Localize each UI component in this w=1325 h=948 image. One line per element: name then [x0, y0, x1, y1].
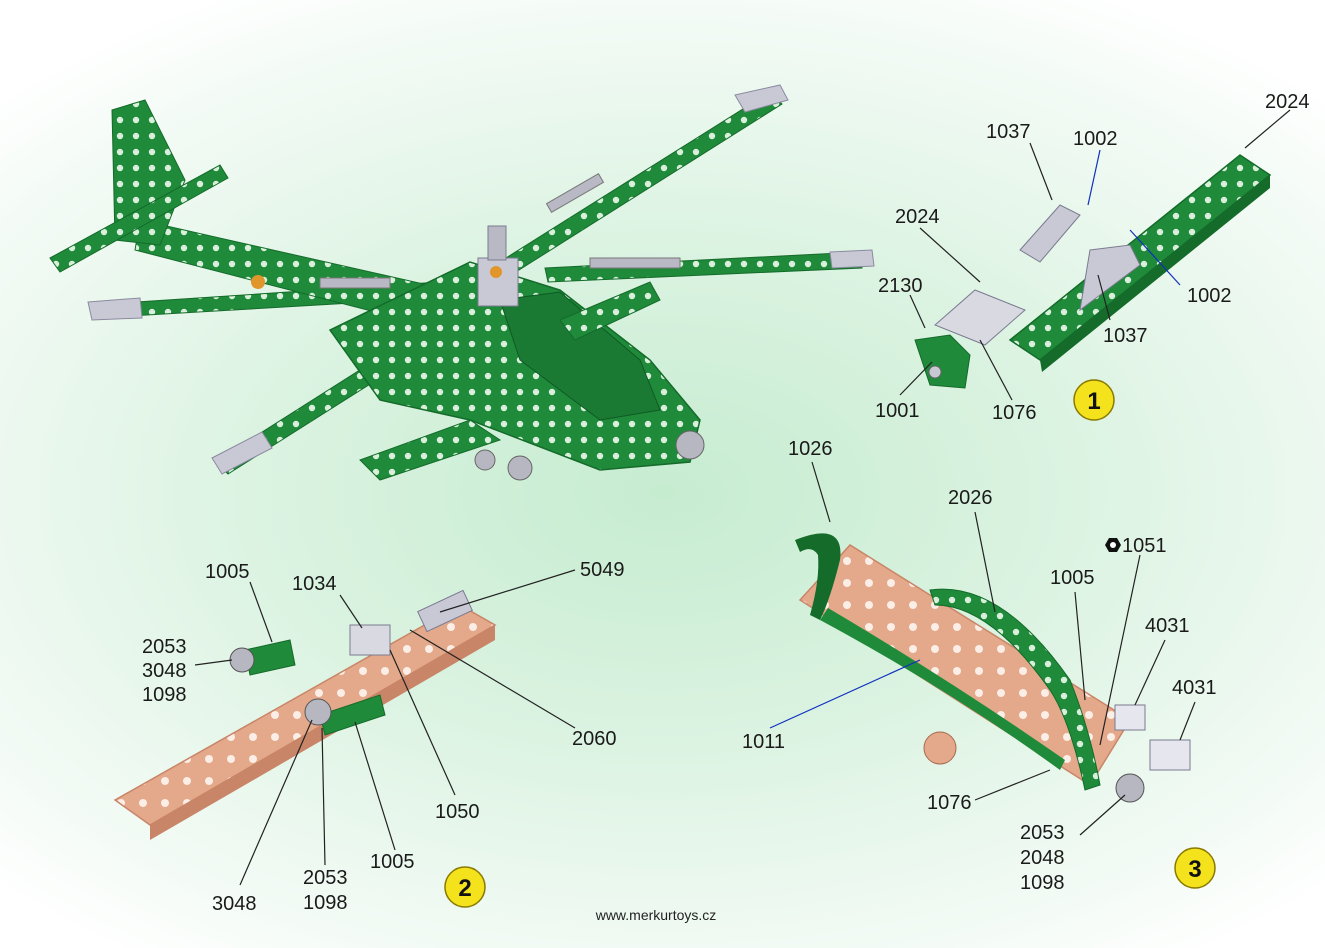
part-number-label: 1005 [205, 561, 250, 583]
step-badge-3: 3 [1174, 847, 1216, 889]
part-number-label: 1002 [1073, 128, 1118, 150]
step-1-assembly [914, 154, 1272, 389]
part-number-label: 1076 [927, 792, 972, 814]
step-2-leaders [194, 569, 576, 886]
part-number-label: 1076 [992, 402, 1037, 424]
step-badge-1: 1 [1073, 379, 1115, 421]
part-number-label: 1011 [742, 731, 785, 753]
wheel [507, 455, 533, 481]
wheel [474, 449, 496, 471]
tail-stabilizer [49, 164, 229, 273]
nut-icon [1105, 538, 1121, 552]
part-number-label: 4031 [1145, 615, 1190, 637]
step-badge-2: 2 [444, 866, 486, 908]
part-number-label: 2053 [303, 867, 348, 889]
part-number-label: 1098 [303, 892, 348, 914]
part-number-label: 1034 [292, 573, 337, 595]
rotor-hub [477, 257, 519, 307]
part-number-label: 1037 [1103, 325, 1148, 347]
part-number-label: 1098 [142, 684, 187, 706]
svg-text:1: 1 [1087, 388, 1100, 415]
rotor-blade [544, 249, 875, 283]
wheel [675, 430, 705, 460]
part-number-label: 2053 [1020, 822, 1065, 844]
svg-text:2: 2 [458, 875, 471, 902]
rotor-blade [489, 84, 789, 283]
part-number-label: 5049 [580, 559, 625, 581]
part-number-label: 3048 [142, 660, 187, 682]
helicopter-model [49, 84, 875, 481]
part-number-label: 2048 [1020, 847, 1065, 869]
step-1-leaders [899, 109, 1291, 401]
stub-wing [359, 419, 502, 481]
part-labels: 2024 1037 1002 2024 2130 1002 1037 1001 … [142, 91, 1310, 915]
part-number-label: 2024 [1265, 91, 1310, 113]
part-number-label: 1050 [435, 801, 480, 823]
stub-wing [559, 281, 661, 341]
part-number-label: 1001 [875, 400, 920, 422]
part-number-label: 1026 [788, 438, 833, 460]
part-number-label: 1005 [370, 851, 415, 873]
part-number-label: 1037 [986, 121, 1031, 143]
part-number-label: 1051 [1122, 535, 1167, 557]
part-number-label: 1005 [1050, 567, 1095, 589]
step-3-leaders [769, 461, 1196, 836]
part-number-label: 2060 [572, 728, 617, 750]
part-number-label: 2024 [895, 206, 940, 228]
part-number-label: 4031 [1172, 677, 1217, 699]
part-number-label: 3048 [212, 893, 257, 915]
part-number-label: 1002 [1187, 285, 1232, 307]
part-number-label: 2026 [948, 487, 993, 509]
part-number-label: 2053 [142, 636, 187, 658]
cockpit-frame [499, 291, 661, 421]
part-number-label: 2130 [878, 275, 923, 297]
website-url: www.merkurtoys.cz [595, 907, 717, 923]
svg-text:3: 3 [1188, 856, 1201, 883]
part-number-label: 1098 [1020, 872, 1065, 894]
step-3-assembly [795, 533, 1191, 803]
